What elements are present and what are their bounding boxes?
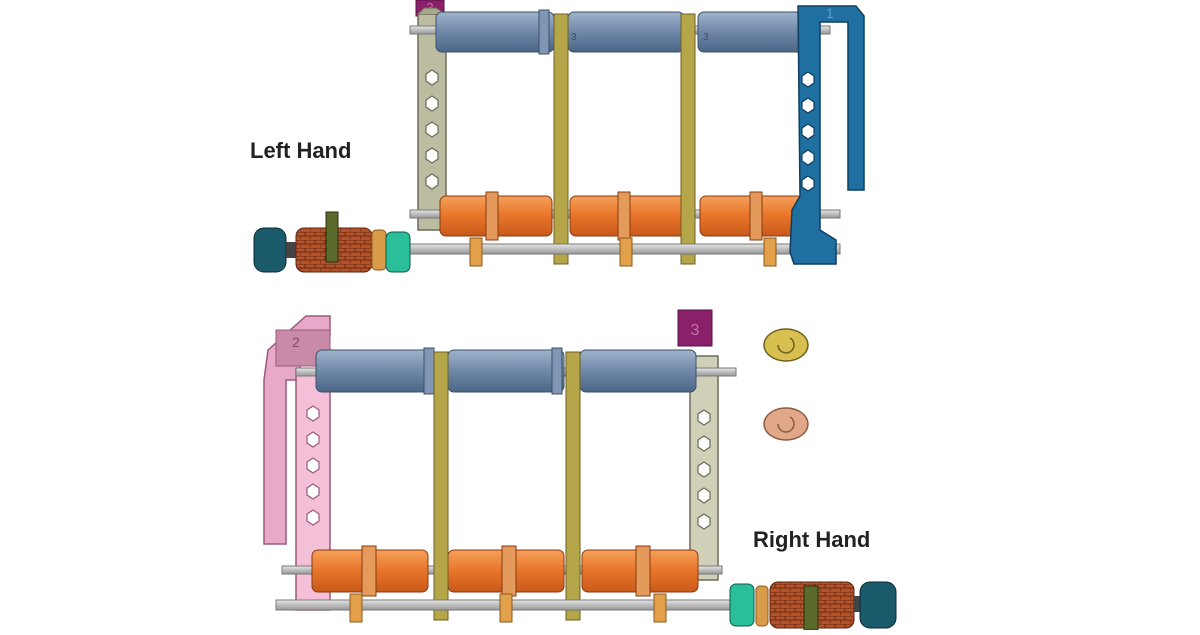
yellow-disc [763, 328, 809, 362]
upper-roller-top: 3 3 [435, 9, 821, 55]
right-hand-label: Right Hand [753, 527, 871, 552]
left-hand-assembly: 3 3 3 [253, 0, 865, 273]
left-hand-label: Left Hand [250, 138, 352, 163]
svg-text:3: 3 [571, 32, 577, 43]
svg-text:3: 3 [703, 32, 709, 43]
svg-text:1: 1 [826, 5, 834, 21]
blue-side-arm-1: 1 [789, 5, 865, 265]
part-tag-3-bottom: 3 [677, 309, 713, 347]
right-frame-bottom [689, 355, 719, 581]
salmon-disc [763, 407, 809, 441]
upper-roller-bottom [315, 347, 697, 395]
lower-roller-top [439, 191, 813, 241]
spacer-bars-top [553, 13, 696, 265]
crank-knob-left[interactable] [253, 211, 411, 273]
spacer-bars-bottom [433, 351, 581, 621]
crank-knob-right[interactable] [729, 581, 897, 631]
lower-roller-bottom [311, 545, 699, 597]
svg-text:2: 2 [292, 334, 300, 350]
right-hand-assembly: 2 3 [263, 309, 897, 631]
svg-text:3: 3 [691, 322, 700, 339]
